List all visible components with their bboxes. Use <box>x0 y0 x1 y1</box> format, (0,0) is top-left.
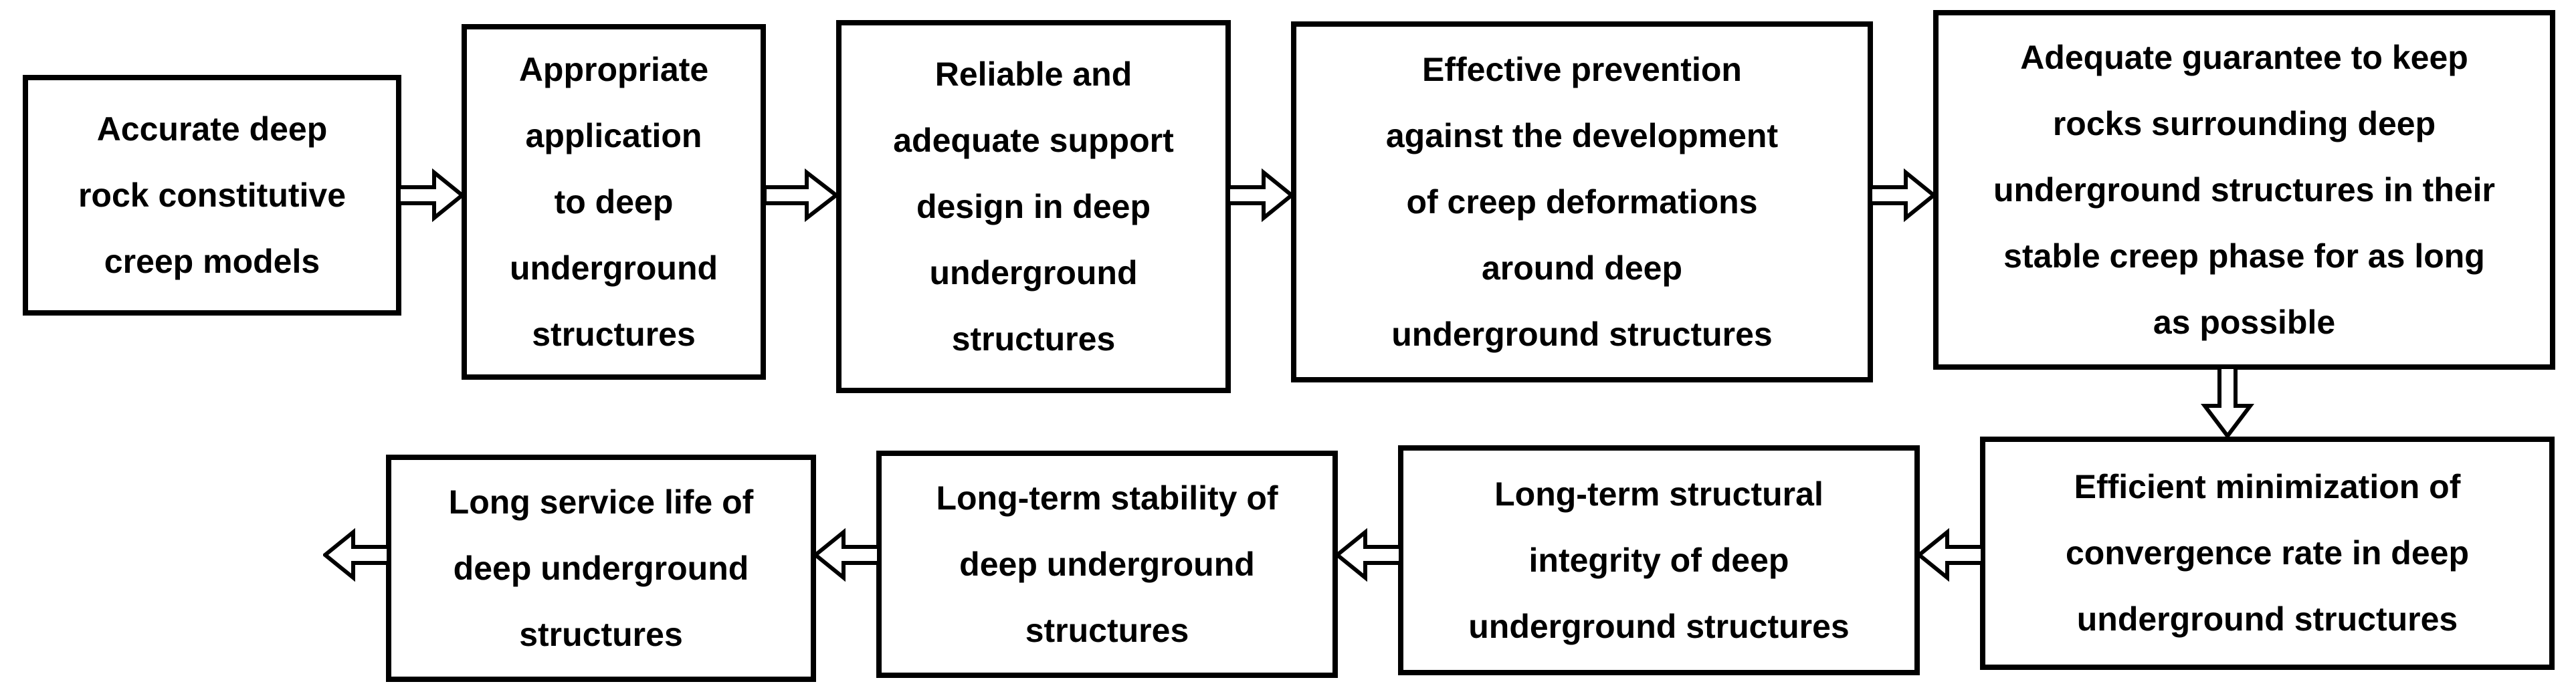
left-arrow-icon <box>1917 528 1983 582</box>
flow-box-support-design: Reliable and adequate support design in … <box>836 20 1231 393</box>
flow-box-label: Accurate deep rock constitutive creep mo… <box>78 110 346 280</box>
right-arrow-icon <box>1870 168 1936 223</box>
flow-box-label: Long-term stability of deep underground … <box>936 479 1278 649</box>
flow-box-label: Long service life of deep underground st… <box>448 483 754 653</box>
flow-box-long-service-life: Long service life of deep underground st… <box>386 455 816 682</box>
flow-box-longterm-stability: Long-term stability of deep underground … <box>876 451 1338 678</box>
left-arrow-icon <box>323 528 389 582</box>
flow-box-label: Reliable and adequate support design in … <box>893 55 1174 358</box>
flow-box-label: Efficient minimization of convergence ra… <box>2065 468 2469 638</box>
down-arrow-icon <box>2200 367 2255 438</box>
flow-box-appropriate-application: Appropriate application to deep undergro… <box>462 24 766 380</box>
right-arrow-icon <box>1228 168 1294 223</box>
flow-box-convergence-minimization: Efficient minimization of convergence ra… <box>1980 437 2555 670</box>
flow-box-accurate-creep-models: Accurate deep rock constitutive creep mo… <box>23 75 401 316</box>
flow-box-label: Long-term structural integrity of deep u… <box>1468 475 1850 645</box>
flow-box-label: Adequate guarantee to keep rocks surroun… <box>1993 38 2496 341</box>
left-arrow-icon <box>813 528 879 582</box>
flow-box-stable-creep-guarantee: Adequate guarantee to keep rocks surroun… <box>1933 10 2555 370</box>
flow-box-creep-prevention: Effective prevention against the develop… <box>1291 21 1873 382</box>
flow-box-label: Effective prevention against the develop… <box>1385 50 1779 353</box>
flow-box-label: Appropriate application to deep undergro… <box>509 50 718 353</box>
left-arrow-icon <box>1335 528 1401 582</box>
right-arrow-icon <box>399 168 464 223</box>
flow-box-structural-integrity: Long-term structural integrity of deep u… <box>1398 445 1920 675</box>
right-arrow-icon <box>765 168 838 223</box>
